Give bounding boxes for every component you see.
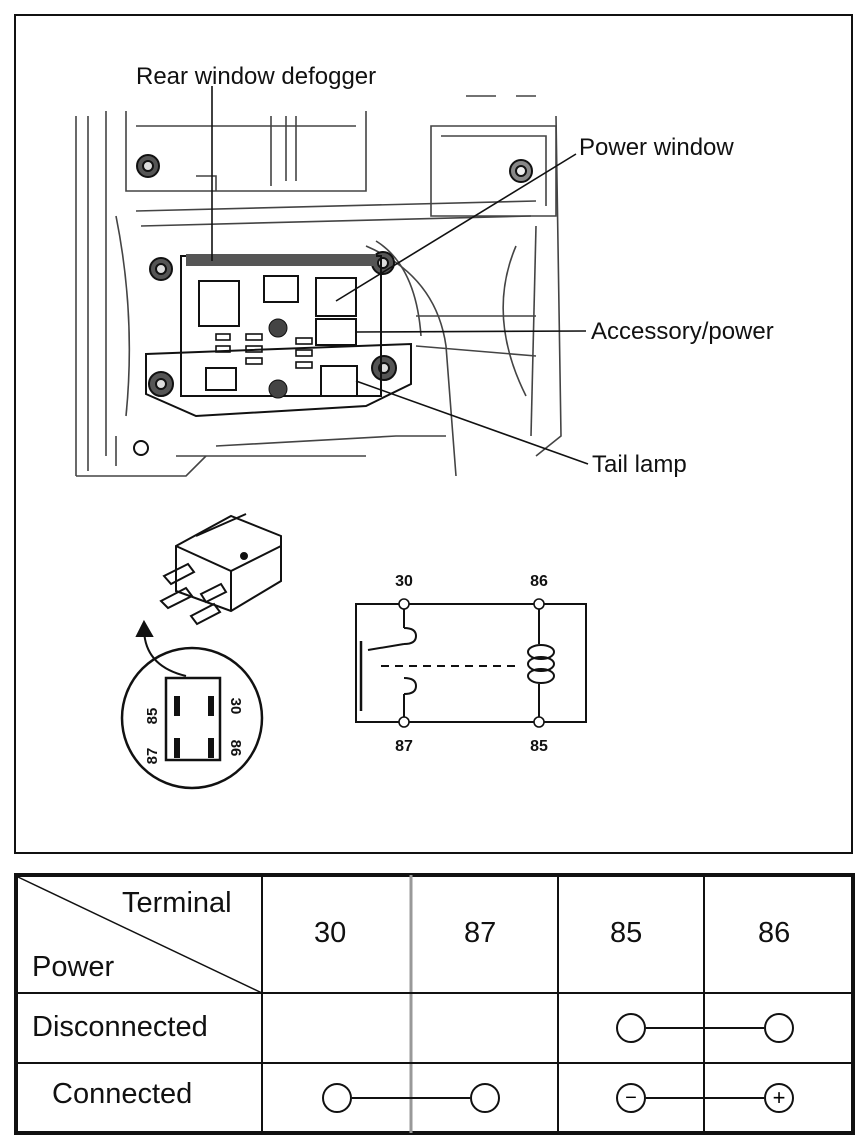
row-label-disconnected: Disconnected (32, 1011, 208, 1043)
header-power: Power (32, 951, 115, 983)
column-header-85: 85 (610, 917, 643, 949)
terminal-label-87: 87 (395, 738, 413, 755)
column-header-87: 87 (464, 917, 497, 949)
label-tail-lamp: Tail lamp (592, 451, 687, 478)
table-grid: − + (14, 873, 855, 1135)
bolts (133, 154, 533, 456)
relay-box (145, 254, 412, 418)
relay-illustration: Rear window defogger Power window Access… (75, 63, 774, 790)
column-header-30: 30 (314, 917, 347, 949)
continuity-table: − + Terminal Power 30 87 85 86 Disconnec… (14, 873, 855, 1135)
relay-schematic (355, 603, 587, 723)
polarity-positive: + (773, 1085, 786, 1110)
pin-label-85: 85 (144, 708, 161, 725)
pin-label-87: 87 (144, 748, 161, 765)
label-accessory-power: Accessory/power (591, 318, 774, 345)
relay-3d (159, 513, 282, 626)
terminal-label-86: 86 (530, 573, 548, 590)
label-rear-window-defogger: Rear window defogger (136, 63, 376, 90)
illustration-panel: Rear window defogger Power window Access… (14, 14, 853, 854)
schematic-terminals (398, 598, 545, 728)
vehicle-structure (75, 95, 562, 477)
pin-label-86: 86 (227, 740, 244, 757)
connector-face (120, 646, 264, 790)
row-label-connected: Connected (52, 1078, 193, 1110)
terminal-label-30: 30 (395, 573, 413, 590)
leader-lines (211, 86, 589, 465)
label-power-window: Power window (579, 134, 734, 161)
pin-label-30: 30 (227, 698, 244, 715)
disconnected-continuity (616, 1013, 794, 1043)
column-header-86: 86 (758, 917, 791, 949)
polarity-negative: − (625, 1087, 637, 1109)
header-terminal: Terminal (122, 887, 232, 919)
connected-continuity (322, 1083, 794, 1113)
terminal-label-85: 85 (530, 738, 548, 755)
